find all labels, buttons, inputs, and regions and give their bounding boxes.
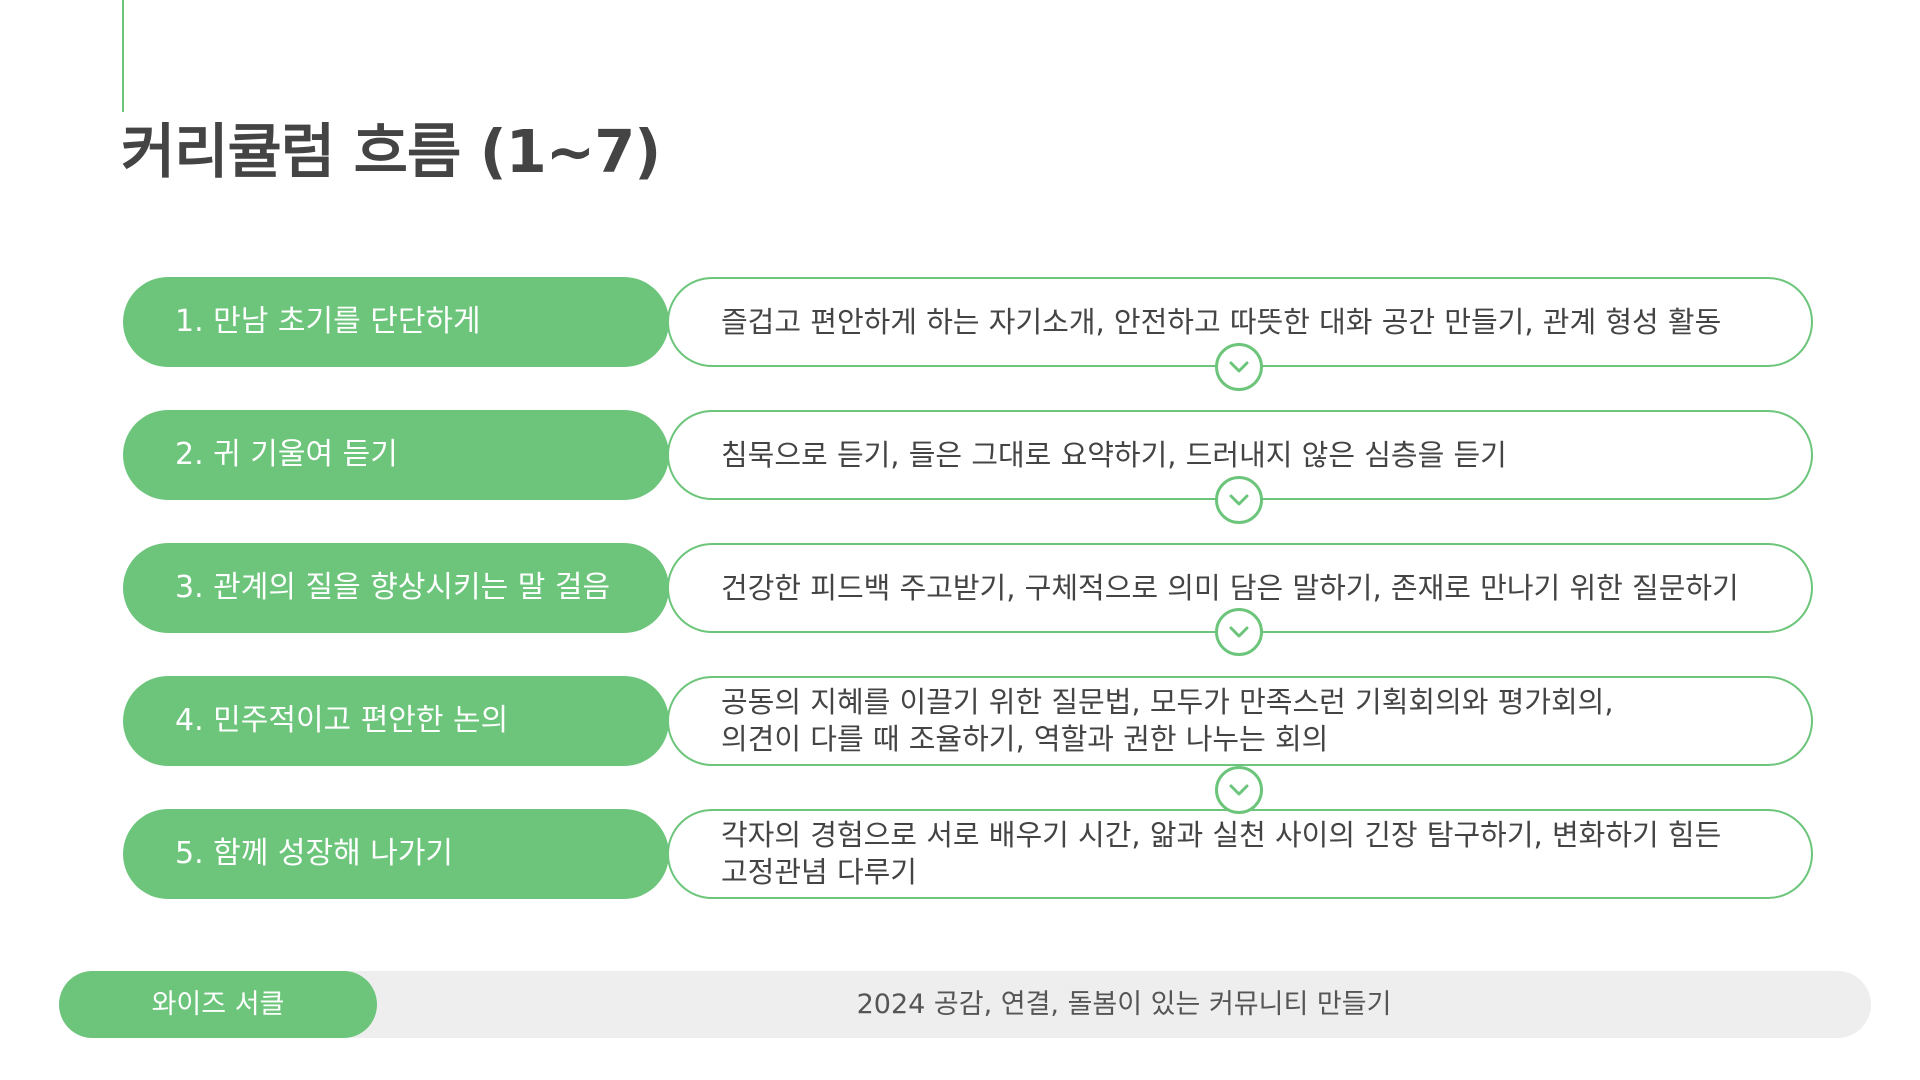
- chevron-down-icon: [1215, 343, 1263, 391]
- footer-badge: 와이즈 서클: [59, 971, 377, 1038]
- footer-text: 2024 공감, 연결, 돌봄이 있는 커뮤니티 만들기: [856, 989, 1392, 1020]
- curriculum-row-5: 5. 함께 성장해 나가기 각자의 경험으로 서로 배우기 시간, 앎과 실천 …: [123, 809, 1813, 899]
- curriculum-row-2: 2. 귀 기울여 듣기 침묵으로 듣기, 들은 그대로 요약하기, 드러내지 않…: [123, 410, 1813, 500]
- row-label: 5. 함께 성장해 나가기: [123, 809, 669, 899]
- curriculum-row-3: 3. 관계의 질을 향상시키는 말 걸음 건강한 피드백 주고받기, 구체적으로…: [123, 543, 1813, 633]
- row-label: 3. 관계의 질을 향상시키는 말 걸음: [123, 543, 669, 633]
- row-description: 침묵으로 듣기, 들은 그대로 요약하기, 드러내지 않은 심층을 듣기: [721, 437, 1507, 472]
- row-label: 1. 만남 초기를 단단하게: [123, 277, 669, 367]
- row-description-box: 각자의 경험으로 서로 배우기 시간, 앎과 실천 사이의 긴장 탐구하기, 변…: [667, 809, 1813, 899]
- chevron-down-icon: [1215, 608, 1263, 656]
- chevron-down-icon: [1215, 766, 1263, 814]
- accent-line: [122, 0, 124, 112]
- chevron-down-icon: [1215, 476, 1263, 524]
- row-description: 각자의 경험으로 서로 배우기 시간, 앎과 실천 사이의 긴장 탐구하기, 변…: [721, 818, 1722, 889]
- page-title: 커리큘럼 흐름 (1~7): [121, 117, 661, 186]
- row-description: 공동의 지혜를 이끌기 위한 질문법, 모두가 만족스런 기획회의와 평가회의,…: [721, 685, 1614, 756]
- row-description-box: 공동의 지혜를 이끌기 위한 질문법, 모두가 만족스런 기획회의와 평가회의,…: [667, 676, 1813, 766]
- curriculum-row-1: 1. 만남 초기를 단단하게 즐겁고 편안하게 하는 자기소개, 안전하고 따뜻…: [123, 277, 1813, 367]
- curriculum-row-4: 4. 민주적이고 편안한 논의 공동의 지혜를 이끌기 위한 질문법, 모두가 …: [123, 676, 1813, 766]
- row-label: 4. 민주적이고 편안한 논의: [123, 676, 669, 766]
- row-description: 건강한 피드백 주고받기, 구체적으로 의미 담은 말하기, 존재로 만나기 위…: [721, 570, 1739, 605]
- row-description: 즐겁고 편안하게 하는 자기소개, 안전하고 따뜻한 대화 공간 만들기, 관계…: [721, 304, 1722, 339]
- row-label: 2. 귀 기울여 듣기: [123, 410, 669, 500]
